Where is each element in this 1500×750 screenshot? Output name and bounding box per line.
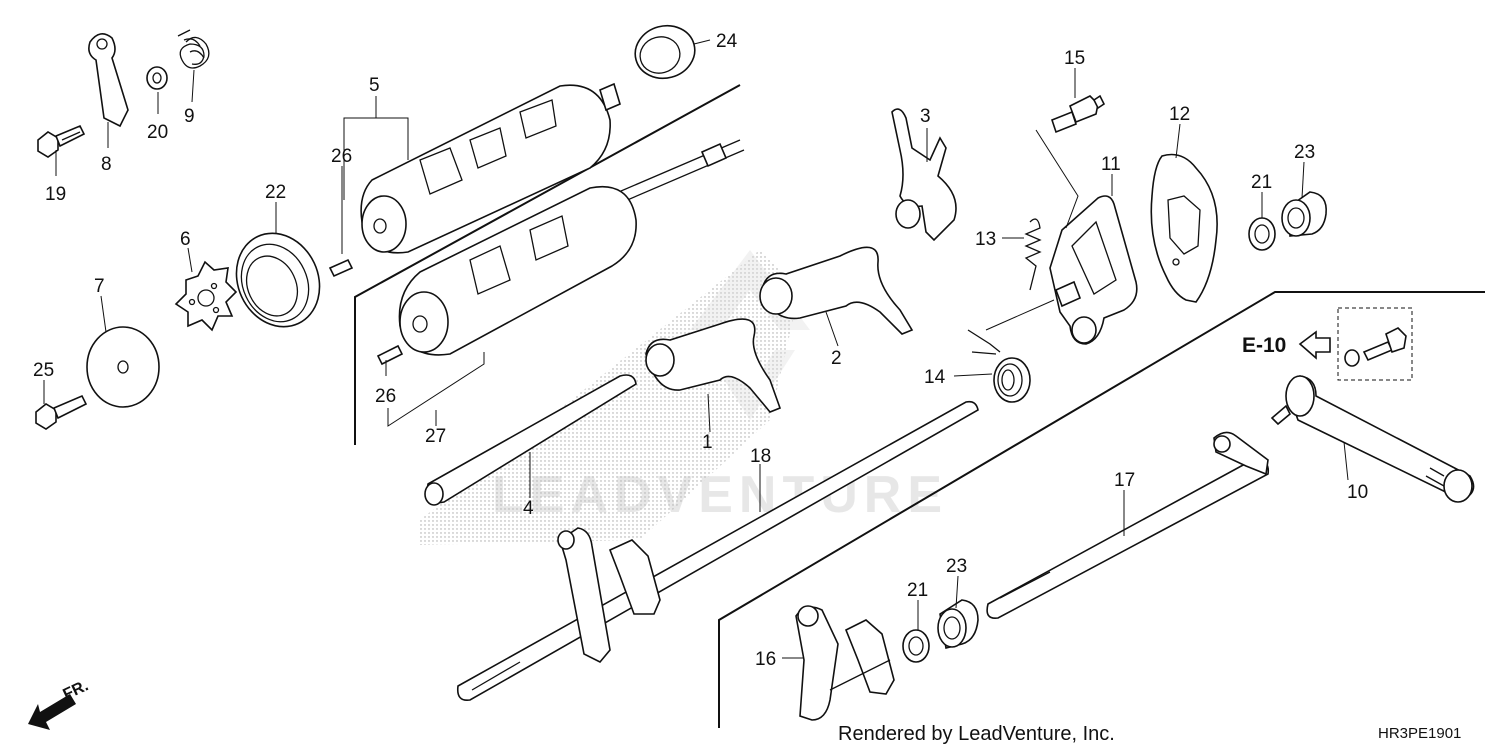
part-26-pin-lower [376, 344, 404, 366]
callout-18: 18 [750, 446, 771, 467]
callout-21-upper: 21 [1251, 172, 1272, 193]
render-credit: Rendered by LeadVenture, Inc. [838, 723, 1115, 745]
part-2-shift-fork [759, 246, 914, 335]
front-direction-indicator: FR. [28, 677, 91, 730]
part-21-washer-lower [902, 629, 930, 663]
callout-20: 20 [147, 122, 168, 143]
callout-17: 17 [1114, 470, 1135, 491]
part-27-shift-drum [398, 139, 745, 356]
callout-6: 6 [180, 229, 191, 250]
part-4-fork-shaft [424, 374, 637, 506]
callout-23-upper: 23 [1294, 142, 1315, 163]
part-14-spring [967, 329, 1031, 403]
callout-21-lower: 21 [907, 580, 928, 601]
diagram-code: HR3PE1901 [1378, 725, 1461, 742]
callout-13: 13 [975, 229, 996, 250]
front-label: FR. [61, 677, 92, 703]
part-21-washer-upper [1248, 217, 1276, 251]
part-23-bearing-upper [1281, 191, 1327, 237]
part-25-bolt [35, 394, 88, 430]
callout-4: 4 [523, 498, 534, 519]
callout-11: 11 [1101, 154, 1121, 175]
callout-5: 5 [369, 75, 380, 96]
part-6-star-plate [174, 260, 238, 332]
callout-25: 25 [33, 360, 54, 381]
part-11-shift-plate [1049, 195, 1138, 345]
front-arrow-icon [28, 694, 76, 730]
part-24-bearing [634, 24, 696, 80]
part-22-bearing [235, 232, 321, 328]
callouts: 1 2 3 4 5 6 7 8 9 10 11 12 13 14 15 16 1… [33, 31, 1368, 670]
callout-14: 14 [924, 367, 946, 388]
part-18-gearshift-spindle [456, 400, 979, 702]
part-17-shift-shaft [986, 431, 1270, 620]
part-9-spring [177, 29, 210, 69]
part-12-drum-plate [1150, 153, 1218, 303]
callout-22: 22 [265, 182, 286, 203]
callout-3: 3 [920, 106, 931, 127]
callout-19: 19 [45, 184, 66, 205]
part-26-pin-upper [328, 258, 354, 278]
callout-27: 27 [425, 426, 446, 447]
part-7-disc [86, 326, 160, 408]
part-8-arm [88, 33, 129, 128]
watermark-text: LEADVENTURE [492, 466, 948, 524]
part-19-bolt [37, 124, 86, 158]
part-13-spring [1024, 218, 1042, 291]
callout-12: 12 [1169, 104, 1190, 125]
callout-24: 24 [716, 31, 738, 52]
callout-26-lower: 26 [375, 386, 396, 407]
reference-label: E-10 [1242, 334, 1286, 357]
callout-9: 9 [184, 106, 195, 127]
part-10-shift-shaft [1270, 375, 1475, 503]
leader-lines [43, 39, 1349, 659]
part-1-shift-fork [645, 318, 782, 413]
section-separators [354, 84, 1485, 728]
part-3-shift-fork [891, 108, 957, 242]
callout-23-lower: 23 [946, 556, 967, 577]
callout-7: 7 [94, 276, 105, 297]
part-16-stopper-arm [795, 605, 895, 721]
callout-1: 1 [702, 432, 713, 453]
e10-reference-box [1298, 307, 1413, 381]
part-20-washer [146, 66, 168, 90]
part-23-bearing-lower [937, 599, 979, 649]
callout-2: 2 [831, 348, 842, 369]
callout-8: 8 [101, 154, 112, 175]
callout-15: 15 [1064, 48, 1085, 69]
callout-16: 16 [755, 649, 776, 670]
callout-26-upper: 26 [331, 146, 352, 167]
callout-10: 10 [1347, 482, 1368, 503]
part-15-stopper-pin [1051, 94, 1106, 134]
part-5-shift-drum [360, 82, 621, 254]
